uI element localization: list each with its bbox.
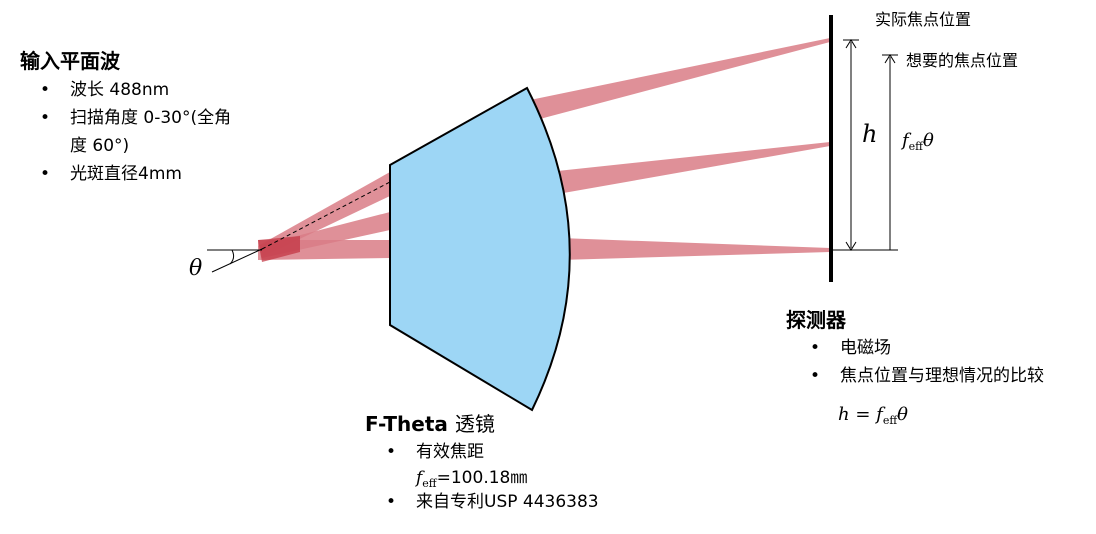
chief-ray-dashed: [261, 181, 391, 250]
h-label: h: [862, 120, 878, 148]
input-item-scan-angle: 扫描角度 0-30°(全角: [40, 108, 231, 129]
detector-item-compare: 焦点位置与理想情况的比较: [810, 366, 1044, 387]
lens-feff-symbol: f: [416, 468, 423, 488]
beam-upper-input: [258, 172, 390, 256]
formula-sub: eff: [882, 414, 898, 427]
light-beams: [258, 38, 830, 260]
lens-item-feff: feff=100.18㎜: [416, 468, 527, 490]
beam-axial-output: [560, 238, 830, 260]
lens-feff-sub: eff: [422, 477, 437, 490]
beam-overlap: [258, 236, 300, 262]
actual-focus-label: 实际焦点位置: [875, 10, 972, 29]
feff-theta-sub: eff: [908, 140, 923, 153]
theta-label: θ: [189, 256, 203, 281]
desired-focus-label: 想要的焦点位置: [906, 51, 1019, 70]
detector-item-em: 电磁场: [810, 338, 891, 359]
lens-title-cn: 透镜: [454, 412, 495, 436]
input-item-spot: 光斑直径4mm: [40, 164, 182, 185]
lens-feff-value: =100.18㎜: [436, 468, 528, 488]
h-arrowhead-bottom: [845, 241, 857, 251]
lens-item-patent: 来自专利USP 4436383: [386, 492, 599, 513]
feff-theta-theta: θ: [923, 130, 934, 151]
beam-upper-output: [530, 38, 830, 120]
beam-middle-output: [548, 142, 830, 195]
theta-arc: [229, 249, 235, 265]
formula-f: f: [876, 404, 883, 425]
input-title: 输入平面波: [20, 49, 120, 73]
lens-title: F-Theta 透镜: [365, 412, 495, 436]
detector-formula: h = feffθ: [838, 404, 908, 427]
formula-eq: =: [855, 404, 871, 425]
lens-title-main: F-Theta: [365, 412, 448, 436]
f-theta-lens: [389, 86, 571, 412]
feff-theta-label: feffθ: [902, 130, 934, 153]
formula-h: h: [838, 404, 850, 425]
detector-title: 探测器: [786, 308, 846, 332]
feff-theta-f: f: [902, 130, 909, 151]
input-item-scan-angle-cont: 度 60°): [70, 136, 130, 156]
input-item-wavelength: 波长 488nm: [40, 80, 169, 101]
formula-theta: θ: [897, 404, 908, 425]
incident-ray-line: [211, 248, 263, 273]
lens-item-focal: 有效焦距: [386, 442, 484, 463]
